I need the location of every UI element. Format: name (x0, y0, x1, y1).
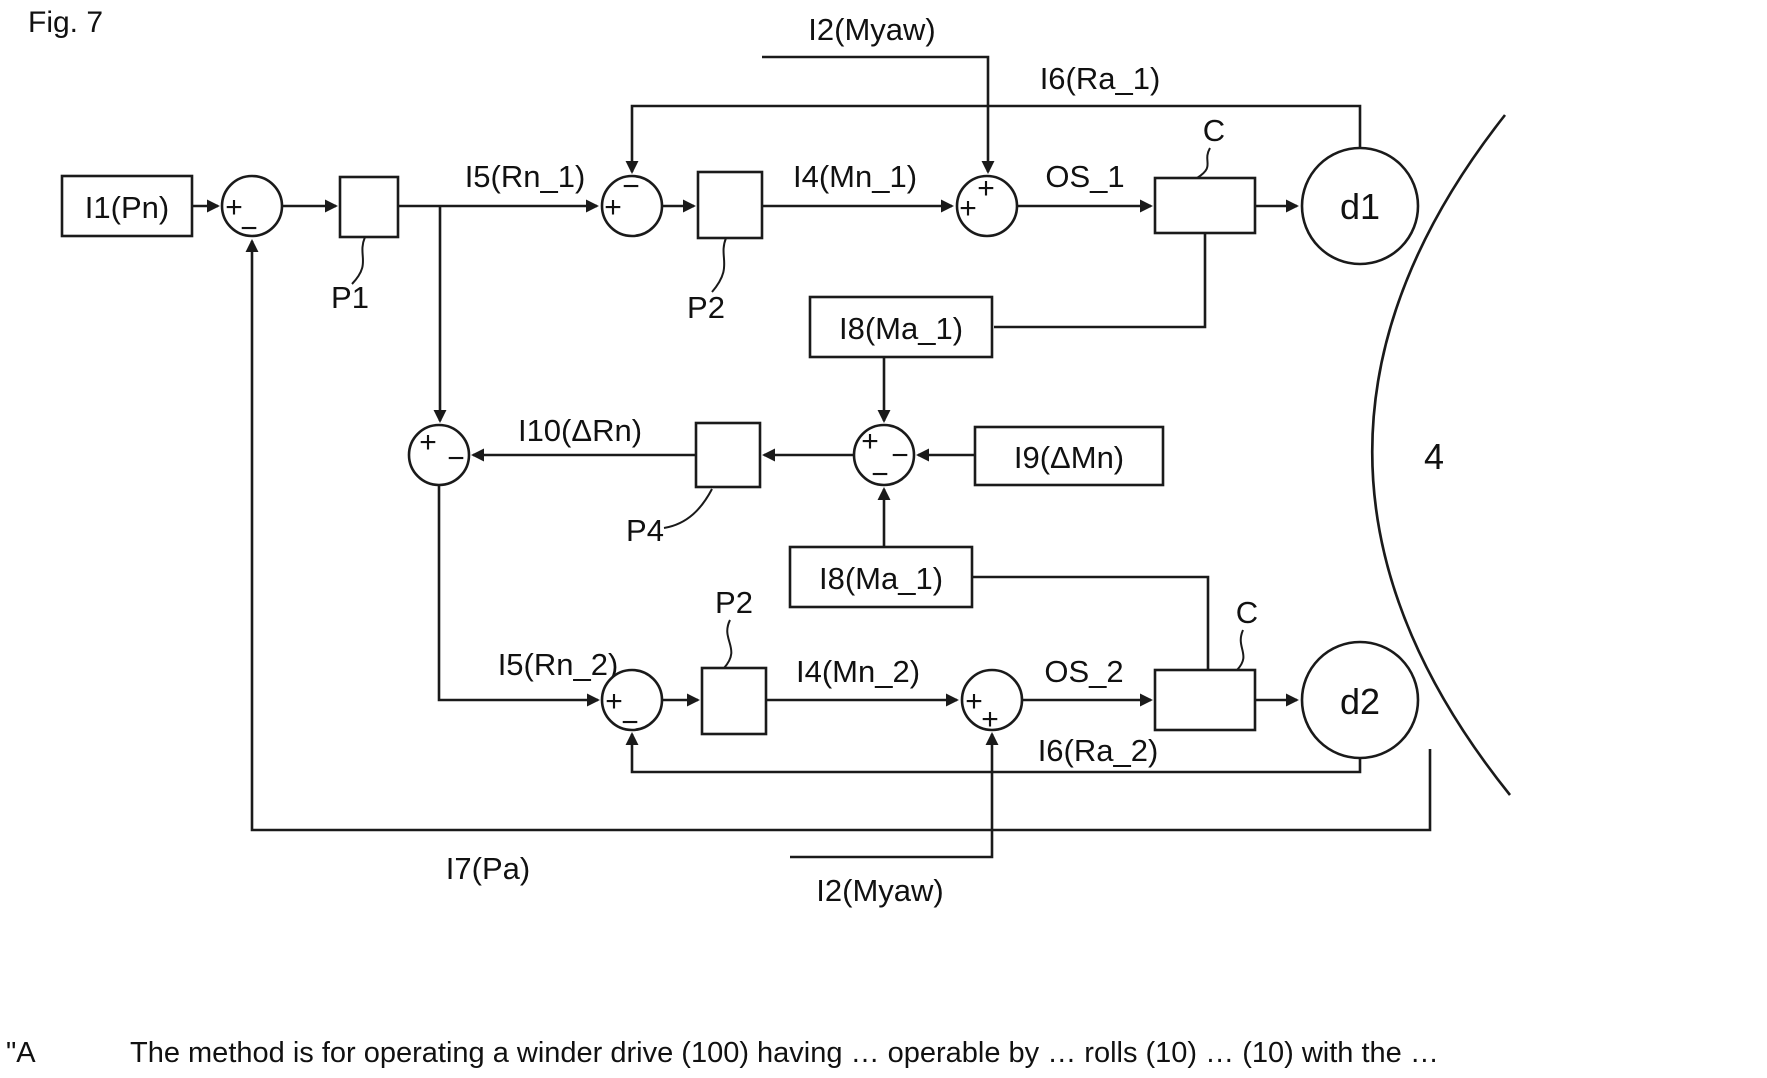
p1-label: P1 (331, 280, 369, 315)
c-bottom-label: C (1236, 595, 1258, 630)
i1-pn-label: I1(Pn) (85, 190, 169, 225)
i5-rn2-label: I5(Rn_2) (498, 647, 619, 682)
c-top-leader-squiggle (1196, 147, 1211, 179)
drum-arc (1371, 114, 1512, 796)
feedback-i6-ra1-line (625, 104, 1362, 174)
sum-input-plus-sign: + (225, 191, 243, 224)
line-i2-myaw-bottom-to-sum-mn2 (790, 732, 999, 859)
i8-ma1-top-label: I8(Ma_1) (839, 311, 963, 346)
line-sum-rn-delta-to-sum-rn2 (437, 485, 600, 707)
i8-ma1-top-box (808, 295, 994, 359)
d2-label: d2 (1340, 681, 1380, 722)
p2-top-leader-squiggle (711, 237, 727, 293)
p4-leader-squiggle (663, 488, 713, 529)
p2-bottom-box (700, 666, 768, 736)
os1-label: OS_1 (1045, 159, 1124, 194)
sum-delta-minus-right-sign: − (891, 439, 909, 472)
p4-box (694, 421, 762, 489)
i9-dmn-box (973, 425, 1165, 487)
i4-mn2-label: I4(Mn_2) (796, 654, 920, 689)
sum-rn1-plus-sign: + (604, 191, 622, 224)
sum-mn1-plus-left-sign: + (959, 192, 977, 225)
i10-drn-label: I10(ΔRn) (518, 413, 642, 448)
p4-label: P4 (626, 513, 664, 548)
sum-rn2-minus-sign: − (621, 706, 639, 739)
i6-ra1-label: I6(Ra_1) (1040, 61, 1161, 96)
os2-label: OS_2 (1044, 654, 1123, 689)
p2-bottom-label: P2 (715, 585, 753, 620)
sum-rn-delta-plus-sign: + (419, 426, 437, 459)
c-top-box (1153, 176, 1257, 235)
sum-mn2-plus-left-sign: + (965, 685, 983, 718)
i6-ra2-label: I6(Ra_2) (1038, 733, 1159, 768)
i7-pa-label: I7(Pa) (446, 851, 530, 886)
i4-mn1-label: I4(Mn_1) (793, 159, 917, 194)
sum-mn2-plus-bottom-sign: + (981, 703, 999, 736)
figure-label: Fig. 7 (28, 6, 103, 39)
i8-ma1-bottom-box (788, 545, 974, 609)
p1-box (338, 175, 400, 239)
line-i8-bottom-to-c-bottom (972, 575, 1210, 670)
p2-bottom-leader-squiggle (723, 619, 733, 669)
feedback-i7-pa-line (245, 239, 1432, 832)
d1-label: d1 (1340, 186, 1380, 227)
i9-dmn-label: I9(ΔMn) (1014, 440, 1124, 475)
i2-myaw-top-label: I2(Myaw) (808, 12, 935, 47)
sum-mn1-plus-top-sign: + (977, 172, 995, 205)
c-top-label: C (1203, 113, 1225, 148)
line-i2-myaw-top-to-sum-mn1 (762, 55, 995, 174)
p2-top-box (696, 170, 764, 240)
sum-delta-plus-sign: + (861, 425, 879, 458)
c-bottom-box (1153, 668, 1257, 732)
i1-pn-box (60, 174, 194, 238)
sum-input-minus-sign: − (240, 212, 258, 245)
c-bottom-leader-squiggle (1236, 629, 1245, 671)
drum-ref-label: 4 (1424, 436, 1444, 477)
caption-text: The method is for operating a winder dri… (130, 1037, 1439, 1069)
i5-rn1-label: I5(Rn_1) (465, 159, 586, 194)
sum-rn1-minus-sign: − (622, 170, 640, 203)
line-c-top-to-i8-top (994, 233, 1207, 329)
i8-ma1-bottom-label: I8(Ma_1) (819, 561, 943, 596)
caption-lead-fragment: "A (6, 1037, 36, 1069)
sum-rn2-plus-sign: + (605, 685, 623, 718)
p2-top-label: P2 (687, 290, 725, 325)
sum-rn-delta-minus-sign: − (447, 442, 465, 475)
i2-myaw-bottom-label: I2(Myaw) (816, 873, 943, 908)
p1-leader-squiggle (351, 236, 366, 285)
feedback-i6-ra2-line (625, 732, 1362, 774)
sum-delta-minus-bottom-sign: − (871, 458, 889, 491)
